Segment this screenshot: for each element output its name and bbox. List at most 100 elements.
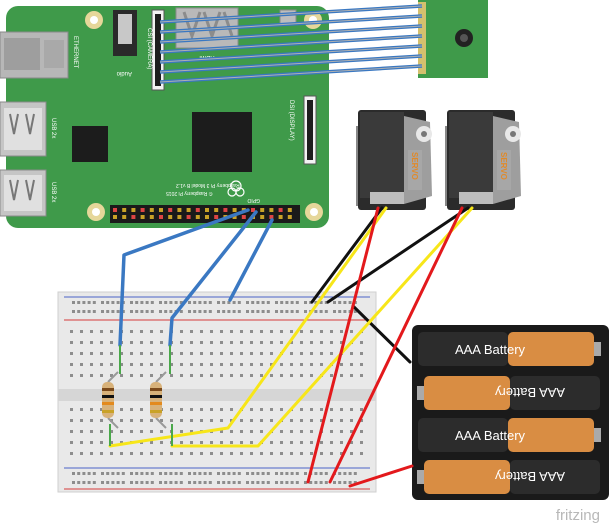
breadboard-hole [320,352,323,355]
audio-jack [113,10,137,56]
breadboard-hole [116,481,120,484]
breadboard-hole [210,374,213,377]
breadboard-hole [92,472,96,475]
breadboard-hole [256,472,260,475]
breadboard-hole [140,452,143,455]
breadboard-hole [250,408,253,411]
breadboard-hole [348,301,352,304]
breadboard-hole [338,472,342,475]
breadboard-hole [280,408,283,411]
breadboard-hole [130,430,133,433]
breadboard-hole [300,352,303,355]
breadboard-hole [140,301,144,304]
breadboard-hole [310,419,313,422]
breadboard-hole [240,419,243,422]
breadboard-hole [251,472,255,475]
breadboard-hole [338,310,342,313]
breadboard-hole [140,430,143,433]
breadboard-hole [300,452,303,455]
breadboard-hole [360,341,363,344]
breadboard-hole [280,481,284,484]
breadboard-hole [246,481,249,484]
raspberry-logo [227,180,245,197]
breadboard-hole [220,374,223,377]
breadboard-hole [193,481,197,484]
breadboard-hole [160,441,163,444]
breadboard-hole [135,481,139,484]
breadboard-hole [77,481,81,484]
breadboard-hole [300,419,303,422]
breadboard-hole [100,374,103,377]
gpio-pin [205,208,209,212]
breadboard-hole [130,341,133,344]
breadboard-hole [110,452,113,455]
breadboard-hole [230,330,233,333]
breadboard-hole [70,352,73,355]
breadboard-hole [270,341,273,344]
breadboard-hole [250,374,253,377]
breadboard-hole [145,472,149,475]
breadboard-hole [230,363,233,366]
breadboard-hole [266,472,270,475]
breadboard-hole [90,430,93,433]
breadboard-hole [324,301,328,304]
breadboard-hole [130,352,133,355]
breadboard-hole [116,472,120,475]
breadboard-hole [330,430,333,433]
breadboard-hole [319,472,323,475]
breadboard-hole [160,330,163,333]
breadboard-hole [140,341,143,344]
breadboard-hole [190,352,193,355]
breadboard-hole [77,301,81,304]
breadboard-hole [106,481,110,484]
breadboard-hole [90,441,93,444]
usb-controller-chip [72,126,108,162]
breadboard-hole [340,363,343,366]
breadboard-hole [260,363,263,366]
gpio-pin [278,215,283,219]
breadboard-hole [310,374,313,377]
gpio-pin [177,208,182,212]
breadboard-hole [164,481,168,484]
breadboard-hole [77,310,81,313]
breadboard-hole [160,430,163,433]
breadboard-hole [90,363,93,366]
breadboard-hole [240,452,243,455]
breadboard-hole [180,352,183,355]
gpio-pin [149,208,154,212]
breadboard-hole [304,481,307,484]
breadboard-hole [120,374,123,377]
usb-label-2: USB 2x [50,182,56,202]
breadboard-hole [340,441,343,444]
breadboard-hole [174,301,178,304]
breadboard-hole [159,310,162,313]
breadboard-hole [338,481,342,484]
breadboard-hole [330,419,333,422]
breadboard-hole [353,310,357,313]
breadboard-hole [220,419,223,422]
breadboard-hole [310,330,313,333]
breadboard-hole [230,441,233,444]
breadboard-hole [343,301,347,304]
breadboard-hole [120,441,123,444]
resistor-1 [102,371,119,429]
breadboard-hole [160,363,163,366]
breadboard-hole [179,481,183,484]
breadboard-hole [320,452,323,455]
breadboard-hole [353,472,357,475]
breadboard-hole [145,310,149,313]
breadboard-jumpers [109,345,173,446]
breadboard-hole [290,419,293,422]
breadboard-hole [230,352,233,355]
breadboard-hole [217,301,220,304]
breadboard-hole [140,472,144,475]
breadboard-hole [227,310,231,313]
breadboard-hole [72,301,75,304]
breadboard-hole [80,330,83,333]
breadboard-hole [110,341,113,344]
gpio-pin [214,208,219,212]
breadboard-hole [295,481,299,484]
breadboard-hole [200,419,203,422]
breadboard-hole [270,419,273,422]
servo-1: SERVO [356,110,432,210]
